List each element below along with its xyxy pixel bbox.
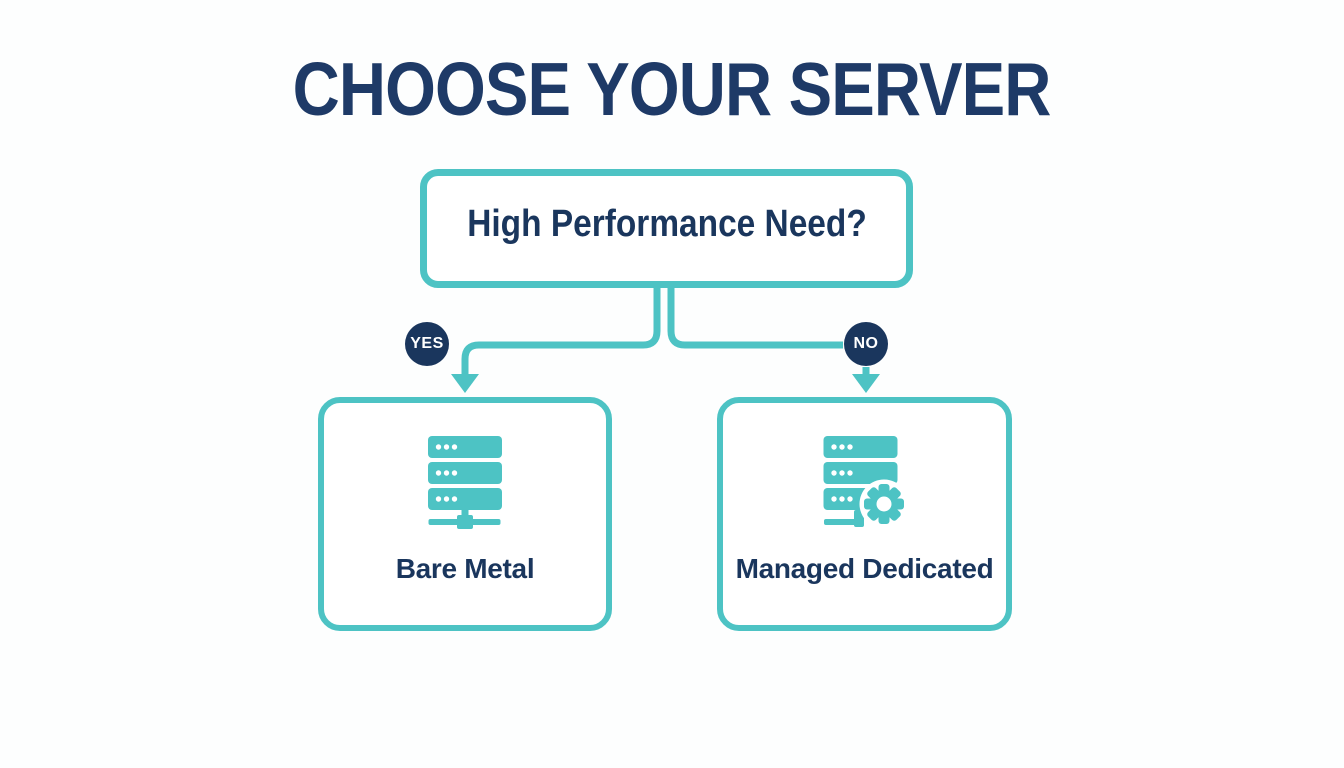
server-icon	[428, 436, 502, 529]
no-badge-label: NO	[853, 335, 879, 352]
decision-node: High Performance Need?	[420, 169, 913, 288]
page-title: CHOOSE YOUR SERVER	[293, 47, 1052, 131]
server-gear-icon	[823, 436, 907, 529]
yes-badge-label: YES	[410, 335, 444, 352]
option-card-managed-dedicated: Managed Dedicated	[717, 397, 1012, 631]
no-branch-line	[667, 288, 843, 349]
yes-badge: YES	[405, 322, 449, 366]
option-label-managed-dedicated: Managed Dedicated	[735, 553, 994, 584]
no-arrowhead-icon	[852, 374, 880, 393]
option-card-bare-metal: Bare Metal	[318, 397, 612, 631]
decision-label: High Performance Need?	[466, 203, 867, 245]
gear-icon	[863, 484, 904, 524]
no-badge: NO	[844, 322, 888, 366]
yes-arrowhead-icon	[451, 374, 479, 393]
yes-branch-line	[461, 288, 661, 376]
option-label-bare-metal: Bare Metal	[395, 553, 535, 584]
